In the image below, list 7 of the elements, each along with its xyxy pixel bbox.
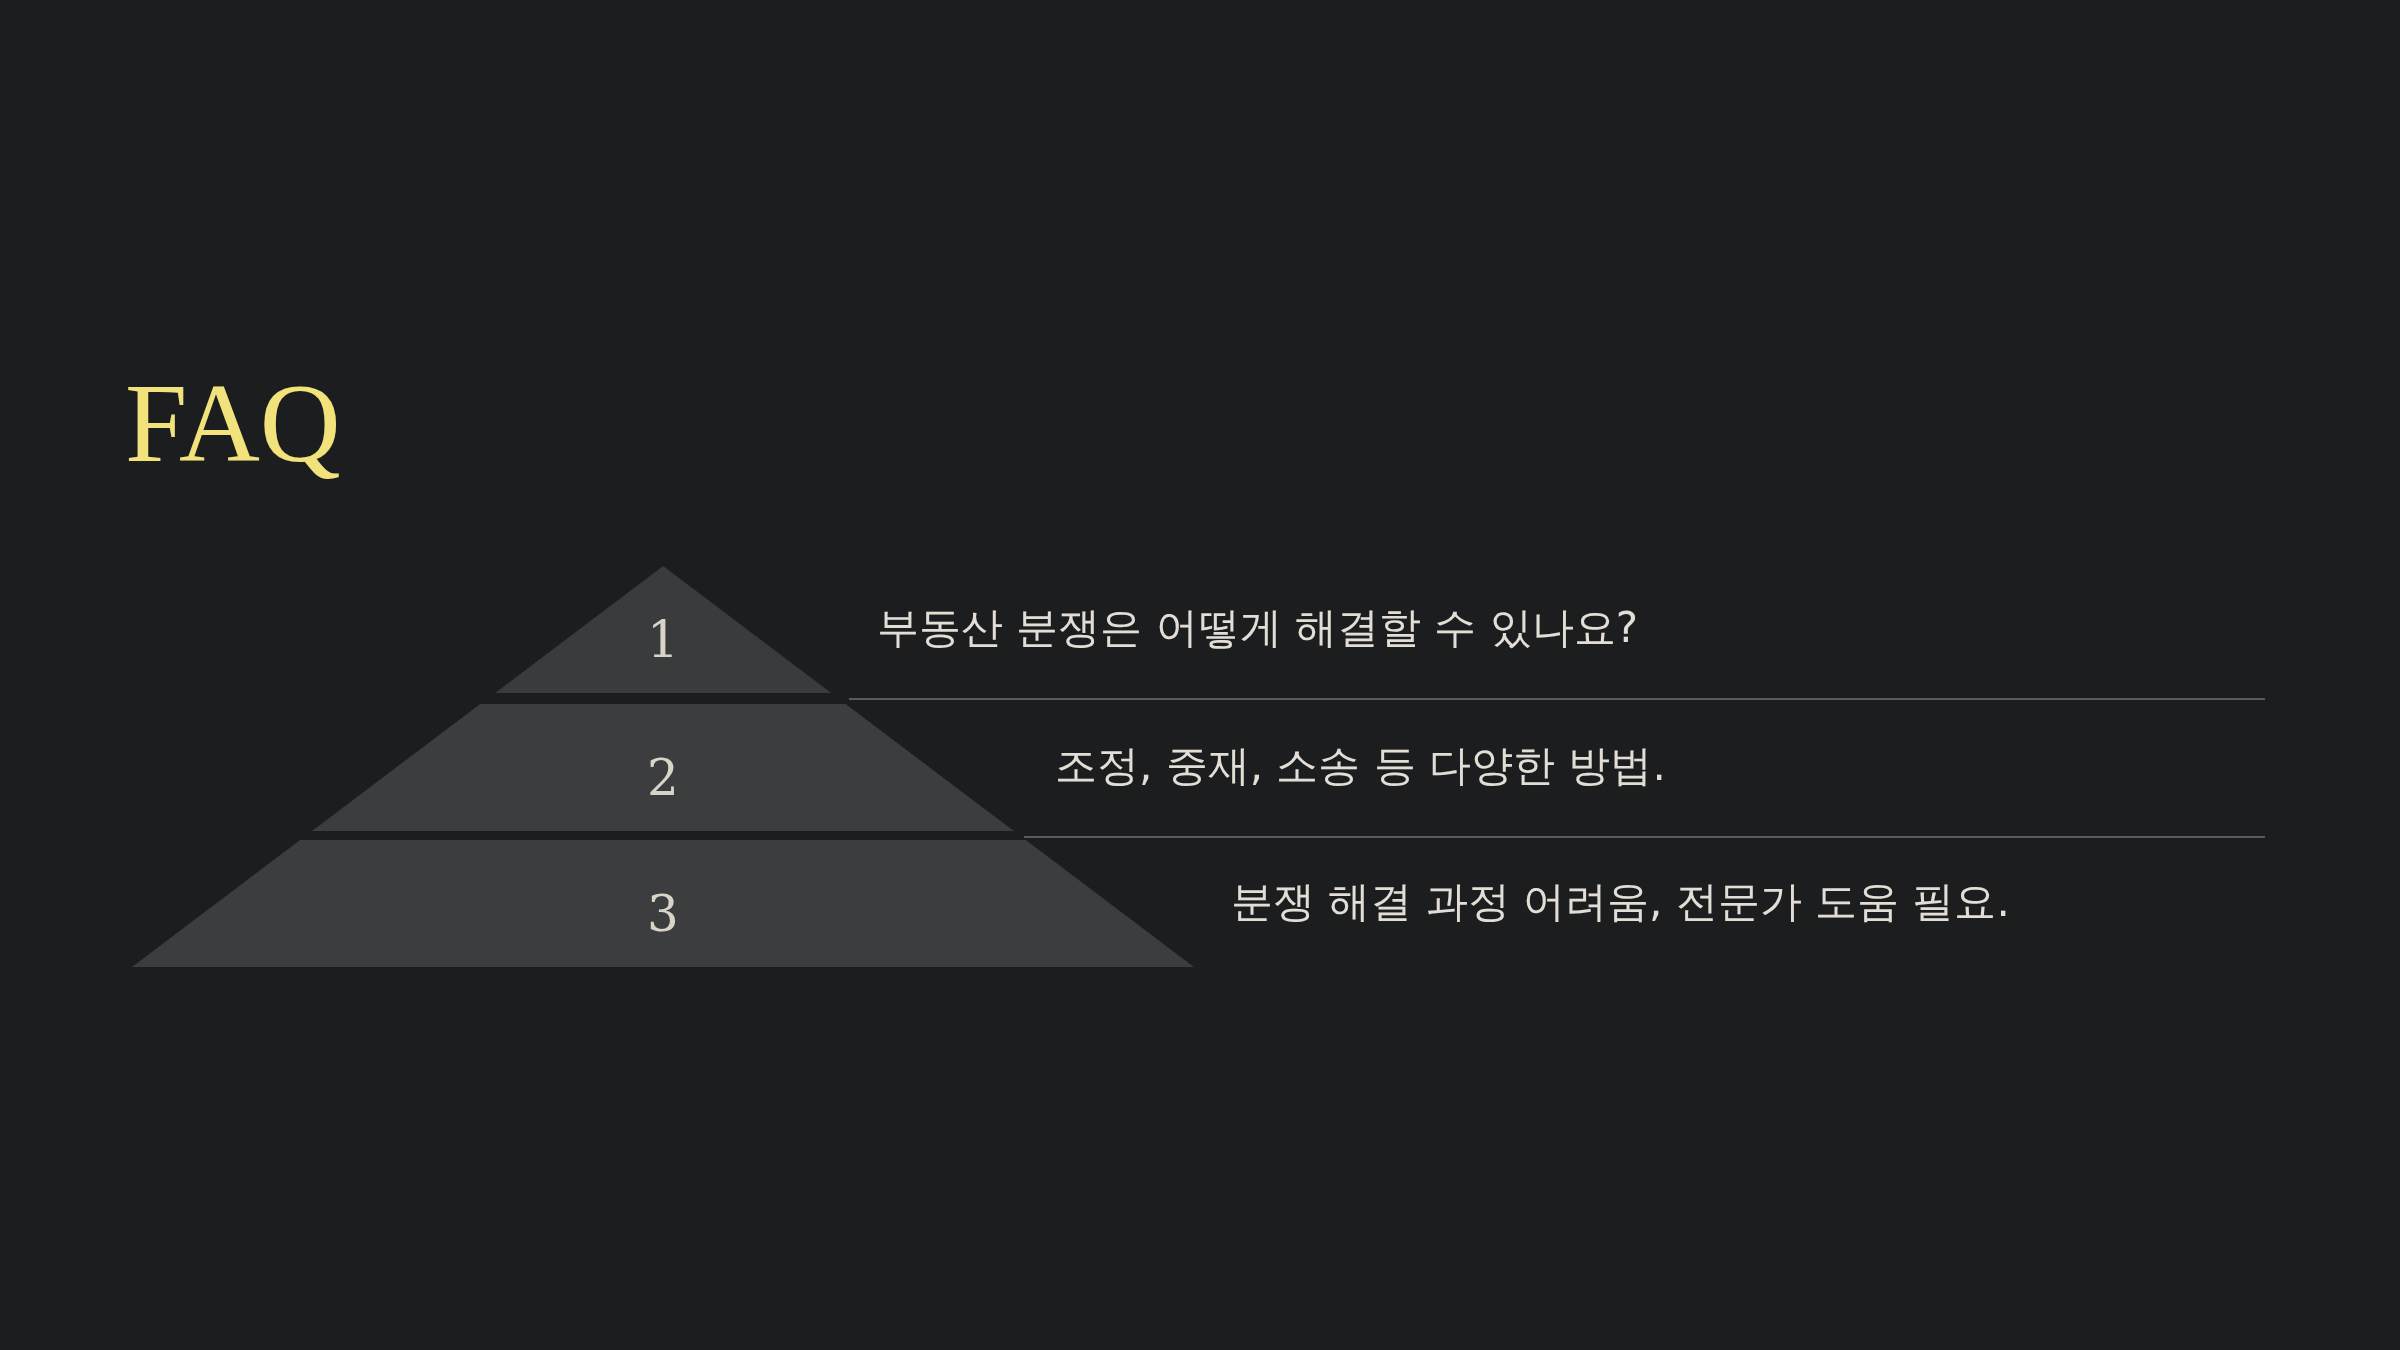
tier-number: 2 — [647, 752, 679, 803]
tier-number: 1 — [647, 614, 679, 665]
faq-text: 부동산 분쟁은 어떻게 해결할 수 있나요? — [877, 602, 1639, 653]
title: FAQ — [125, 362, 341, 486]
faq-text: 분쟁 해결 과정 어려움, 전문가 도움 필요. — [1231, 876, 2010, 927]
faq-text: 조정, 중재, 소송 등 다양한 방법. — [1055, 740, 1666, 791]
tier-number: 3 — [647, 888, 679, 939]
